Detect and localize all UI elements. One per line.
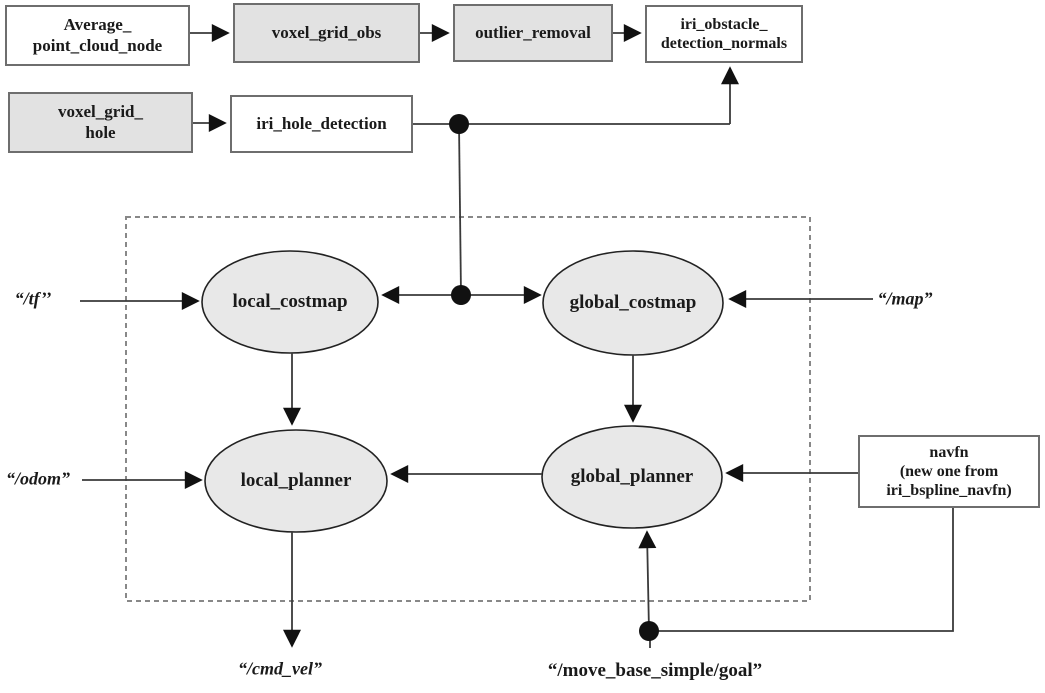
node-voxel-grid-obs: voxel_grid_obs [233, 3, 420, 63]
edge-navfn-to-goal-junction [649, 508, 954, 632]
node-iri-obstacle-detection-normals: iri_obstacle_ detection_normals [645, 5, 803, 63]
node-navfn: navfn (new one from iri_bspline_navfn) [858, 435, 1040, 508]
topic-label-tf: “/tf’’ [14, 288, 52, 309]
topic-label-cmd-vel: “/cmd_vel” [238, 658, 322, 679]
ellipse-local-costmap [201, 250, 379, 354]
node-iri-hole-detection: iri_hole_detection [230, 95, 413, 153]
ellipse-global-planner [541, 425, 723, 529]
move-base-dashed-boundary [125, 216, 811, 602]
label-global-costmap: global_costmap [569, 292, 697, 313]
junction-dot-goal [639, 621, 659, 641]
edge-goal-to-global-planner [638, 530, 657, 632]
node-voxel-grid-hole: voxel_grid_ hole [8, 92, 193, 153]
topic-label-map: “/map” [877, 288, 933, 309]
node-average-point-cloud-node: Average_ point_cloud_node [5, 5, 190, 66]
label-local-costmap: local_costmap [232, 291, 348, 312]
ellipse-local-planner [204, 429, 388, 533]
label-global-planner: global_planner [570, 466, 694, 487]
topic-label-odom: “/odom” [5, 468, 71, 489]
topic-label-move-base-simple-goal: “/move_base_simple/goal” [547, 660, 763, 681]
edge-junction-down-run [458, 123, 462, 296]
label-local-planner: local_planner [240, 470, 352, 491]
node-outlier-removal: outlier_removal [453, 4, 613, 62]
junction-dot-hole-detection [449, 114, 469, 134]
junction-dot-costmaps [451, 285, 471, 305]
